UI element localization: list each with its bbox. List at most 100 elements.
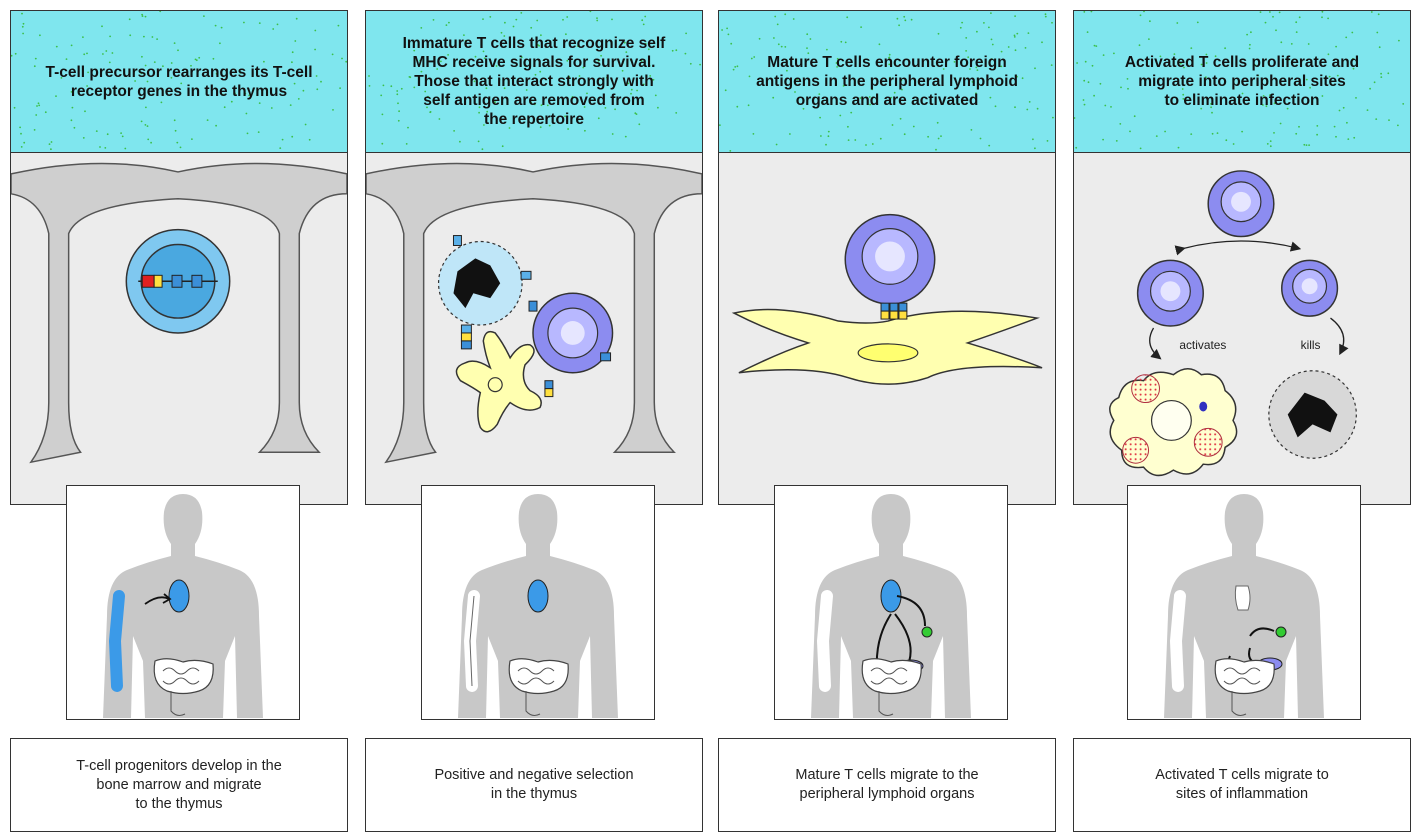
header-dot <box>271 107 273 109</box>
header-dot <box>35 114 37 116</box>
header-dot <box>726 28 728 30</box>
header-dot <box>294 40 296 42</box>
header-dot <box>1100 83 1102 85</box>
header-dot <box>789 133 791 135</box>
header-dot <box>34 65 36 67</box>
header-dot <box>259 102 261 104</box>
header-dot <box>338 25 340 27</box>
header-dot <box>36 105 38 107</box>
header-dot <box>960 27 962 29</box>
header-dot <box>1075 147 1077 149</box>
header-dot <box>643 24 645 26</box>
header-dot <box>990 12 992 14</box>
header-dot <box>316 88 318 90</box>
header-dot <box>938 33 940 35</box>
header-dot <box>872 143 874 145</box>
header-dot <box>1143 11 1145 12</box>
header-dot <box>420 27 422 29</box>
caption-1: T-cell progenitors develop in the bone m… <box>10 738 348 832</box>
header-dot <box>147 139 149 141</box>
header-dot <box>1014 35 1016 37</box>
header-dot <box>1353 137 1355 139</box>
header-dot <box>1233 143 1235 145</box>
header-dot <box>1380 76 1382 78</box>
header-dot <box>143 36 145 38</box>
header-dot <box>971 129 973 131</box>
header-dot <box>34 129 36 131</box>
header-dot <box>828 131 830 133</box>
header-dot <box>96 130 98 132</box>
header-dot <box>1094 45 1096 47</box>
header-dot <box>806 47 808 49</box>
header-dot <box>109 36 111 38</box>
header-dot <box>1047 140 1049 142</box>
header-dot <box>502 145 504 147</box>
panel-1-scene <box>11 153 347 504</box>
header-dot <box>1351 32 1353 34</box>
header-dot <box>1110 106 1112 108</box>
header-dot <box>174 119 176 121</box>
header-dot <box>728 34 730 36</box>
header-dot <box>515 19 517 21</box>
panel-2-scene <box>366 153 702 504</box>
header-dot <box>1280 41 1282 43</box>
header-dot <box>129 34 131 36</box>
panel-4-scene: activates kills <box>1074 153 1410 504</box>
header-dot <box>828 135 830 137</box>
header-dot <box>1140 148 1142 150</box>
header-dot <box>23 23 25 25</box>
header-dot <box>396 90 398 92</box>
header-dot <box>1083 11 1085 13</box>
panel-2-header: Immature T cells that recognize self MHC… <box>366 11 702 153</box>
header-dot <box>1087 31 1089 33</box>
header-dot <box>141 56 143 58</box>
header-dot <box>1249 44 1251 46</box>
body-diagram-3 <box>774 485 1008 720</box>
header-dot <box>1119 123 1121 125</box>
header-dot <box>753 133 755 135</box>
header-dot <box>1178 147 1180 149</box>
header-dot <box>810 38 812 40</box>
header-dot <box>988 27 990 29</box>
kills-label: kills <box>1301 338 1321 352</box>
header-dot <box>1197 22 1199 24</box>
header-dot <box>314 49 316 51</box>
header-dot <box>1217 132 1219 134</box>
header-dot <box>1296 31 1298 33</box>
panel-4-header: Activated T cells proliferate and migrat… <box>1074 11 1410 153</box>
header-dot <box>1279 12 1281 14</box>
header-dot <box>390 85 392 87</box>
header-dot <box>279 147 281 149</box>
header-dot <box>1211 112 1213 114</box>
header-dot <box>1083 99 1085 101</box>
header-dot <box>66 58 68 60</box>
header-dot <box>1176 22 1178 24</box>
header-dot <box>203 15 205 17</box>
header-dot <box>147 125 149 127</box>
header-dot <box>1375 118 1377 120</box>
header-dot <box>448 22 450 24</box>
header-dot <box>773 37 775 39</box>
header-dot <box>1371 11 1373 13</box>
header-dot <box>1306 144 1308 146</box>
header-dot <box>296 18 298 20</box>
header-dot <box>1327 18 1329 20</box>
header-dot <box>396 93 398 95</box>
header-dot <box>159 11 161 12</box>
header-dot <box>1267 143 1269 145</box>
header-dot <box>879 43 881 45</box>
header-dot <box>282 139 284 141</box>
body-svg <box>422 486 653 718</box>
header-dot <box>776 144 778 146</box>
header-dot <box>992 44 994 46</box>
header-dot <box>1088 81 1090 83</box>
header-dot <box>1156 135 1158 137</box>
caption-4: Activated T cells migrate to sites of in… <box>1073 738 1411 832</box>
header-dot <box>991 39 993 41</box>
header-dot <box>1249 48 1251 50</box>
header-dot <box>1051 64 1053 66</box>
header-dot <box>1190 133 1192 135</box>
header-dot <box>513 26 515 28</box>
header-dot <box>729 150 731 152</box>
header-dot <box>383 85 385 87</box>
